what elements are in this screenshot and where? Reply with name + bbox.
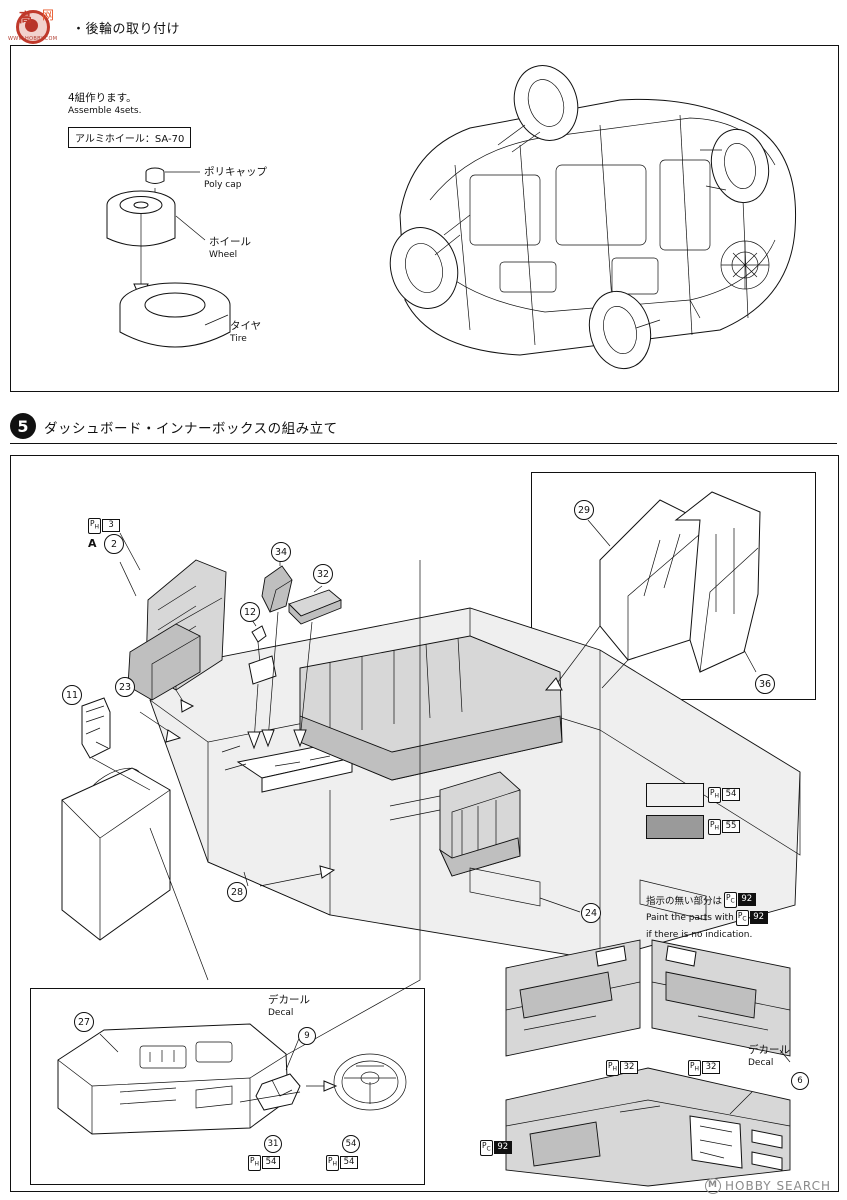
paint-mark-icon: PH	[88, 518, 102, 534]
decal-label-en-2: Decal	[748, 1058, 774, 1068]
paint-tag-part54: PH 54	[326, 1155, 359, 1171]
callout-27: 27	[74, 1012, 94, 1032]
paint-number: 32	[702, 1061, 721, 1075]
paint-mark-icon: PH	[708, 819, 722, 835]
paint-tag-dashboard: PC 92	[480, 1140, 512, 1156]
instruction-line-1: 指示の無い部分は PC 92	[646, 892, 756, 908]
paint-number: 92	[493, 1141, 512, 1155]
callout-23: 23	[115, 677, 135, 697]
step-divider	[10, 443, 837, 444]
label-a: A	[88, 537, 97, 550]
callout-24: 24	[581, 903, 601, 923]
callout-34: 34	[271, 542, 291, 562]
step-number-badge: 5	[10, 413, 36, 439]
callout-29: 29	[574, 500, 594, 520]
paint-mark-icon: PC	[724, 892, 737, 908]
paint-tag-ph3: PH 3	[88, 518, 121, 534]
label-polycap-jp: ポリキャップ	[204, 166, 267, 178]
publisher-logo: 高 网 WWW.HOBBY.COM	[8, 6, 66, 44]
paint-number: 55	[722, 820, 741, 834]
watermark-text: HOBBY SEARCH	[725, 1179, 831, 1193]
paint-number: 54	[722, 788, 741, 802]
paint-mark-icon: PC	[480, 1140, 493, 1156]
label-tire-en: Tire	[230, 334, 247, 344]
callout-11: 11	[62, 685, 82, 705]
instruction-line-3: if there is no indication.	[646, 930, 753, 940]
step4-note-en: Assemble 4sets.	[68, 106, 142, 116]
paint-mark-icon: PH	[606, 1060, 620, 1076]
watermark-mark-icon: M	[705, 1178, 722, 1194]
callout-32: 32	[313, 564, 333, 584]
callout-31: 31	[264, 1135, 282, 1153]
decal-label-en-1: Decal	[268, 1008, 294, 1018]
callout-2: 2	[104, 534, 124, 554]
paint-tag-55: PH 55	[708, 819, 741, 835]
paint-number: 54	[262, 1156, 281, 1170]
instruction-code-jp: 92	[737, 893, 756, 907]
instruction-code-en: 92	[749, 911, 768, 925]
paint-tag-part31: PH 54	[248, 1155, 281, 1171]
callout-28: 28	[227, 882, 247, 902]
paint-mark-icon: PH	[248, 1155, 262, 1171]
paint-swatch-54	[646, 783, 704, 807]
label-tire-jp: タイヤ	[230, 320, 262, 332]
callout-54: 54	[342, 1135, 360, 1153]
callout-9: 9	[298, 1027, 316, 1045]
step4-note-jp: 4組作ります。	[68, 92, 137, 104]
instruction-jp: 指示の無い部分は	[646, 895, 723, 907]
paint-tag-54: PH 54	[708, 787, 741, 803]
callout-12: 12	[240, 602, 260, 622]
paint-mark-icon: PH	[708, 787, 722, 803]
logo-ring-icon	[16, 10, 50, 44]
step-title: ダッシュボード・インナーボックスの組み立て	[44, 421, 338, 437]
paint-number: 32	[620, 1061, 639, 1075]
paint-tag-door-right: PH 32	[688, 1060, 721, 1076]
label-wheel-jp: ホイール	[209, 236, 251, 248]
decal-label-jp-2: デカール	[748, 1044, 790, 1056]
paint-mark-icon: PC	[735, 910, 749, 926]
logo-subtext: WWW.HOBBY.COM	[8, 36, 58, 42]
instruction-line-2: Paint the parts with PC 92	[646, 910, 768, 926]
label-polycap-en: Poly cap	[204, 180, 242, 190]
instruction-en: Paint the parts with	[646, 912, 734, 923]
callout-6: 6	[791, 1072, 809, 1090]
callout-36: 36	[755, 674, 775, 694]
paint-mark-icon: PH	[326, 1155, 340, 1171]
breadcrumb: ・後輪の取り付け	[72, 22, 181, 37]
label-wheel-en: Wheel	[209, 250, 238, 260]
paint-tag-door-left: PH 32	[606, 1060, 639, 1076]
paint-number: 3	[102, 519, 121, 533]
decal-label-jp-1: デカール	[268, 994, 310, 1006]
watermark: M HOBBY SEARCH	[705, 1178, 831, 1194]
logo-kanji: 高	[19, 11, 33, 26]
paint-number: 54	[340, 1156, 359, 1170]
paint-swatch-55	[646, 815, 704, 839]
logo-net-char: 网	[42, 8, 55, 22]
step4-part-box: アルミホイール：SA-70	[68, 127, 192, 148]
paint-mark-icon: PH	[688, 1060, 702, 1076]
